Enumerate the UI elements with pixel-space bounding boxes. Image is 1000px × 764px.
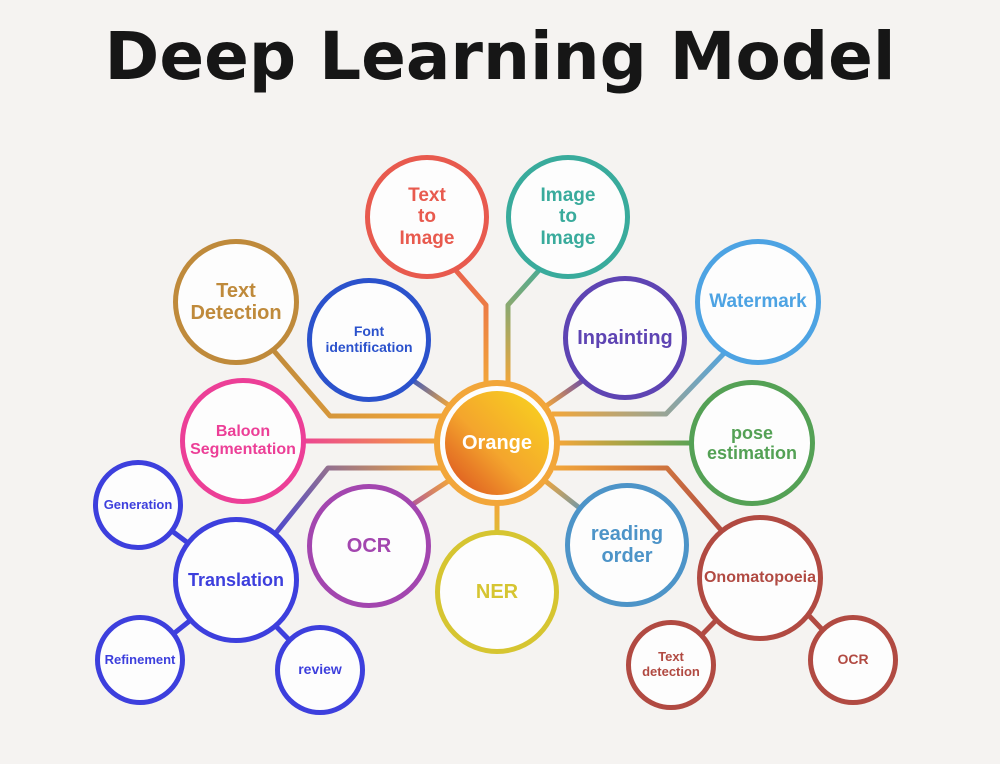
node-label: Refinement xyxy=(104,651,176,667)
node-generation: Generation xyxy=(93,460,183,550)
node-onomatopoeia: Onomatopoeia xyxy=(697,515,823,641)
node-label: Text detection xyxy=(642,649,700,679)
center-node-label: Orange xyxy=(461,431,533,454)
node-image-to-image: Image to Image xyxy=(506,155,630,279)
node-label: Translation xyxy=(187,569,285,590)
connector-font-identification xyxy=(406,374,452,409)
connector-watermark xyxy=(552,343,734,417)
node-label: Generation xyxy=(103,496,173,512)
diagram-title: Deep Learning Model xyxy=(104,18,896,95)
node-label: OCR xyxy=(346,534,392,557)
node-label: Text Detection xyxy=(190,279,282,324)
node-ner: NER xyxy=(435,530,559,654)
node-label: OCR xyxy=(837,651,869,668)
node-label: Watermark xyxy=(709,291,807,313)
node-watermark: Watermark xyxy=(695,239,821,365)
node-label: Image to Image xyxy=(540,185,596,249)
node-ocr: OCR xyxy=(307,484,431,608)
node-label: NER xyxy=(475,580,519,603)
connector-image-to-image xyxy=(505,256,552,384)
node-label: review xyxy=(298,661,342,678)
center-node-disc: Orange xyxy=(445,391,549,495)
node-refinement: Refinement xyxy=(95,615,185,705)
node-pose-estimation: pose estimation xyxy=(689,380,815,506)
node-inpainting: Inpainting xyxy=(563,276,687,400)
node-label: Inpainting xyxy=(577,326,673,349)
node-review: review xyxy=(275,625,365,715)
connector-translation xyxy=(261,465,441,551)
node-font-identification: Font identification xyxy=(307,278,431,402)
node-translation: Translation xyxy=(173,517,299,643)
center-node-ring: Orange xyxy=(434,380,560,506)
node-label: Font identification xyxy=(325,323,413,355)
node-text-detection-small: Text detection xyxy=(626,620,716,710)
connector-onomatopoeia xyxy=(554,465,730,540)
connector-text-to-image xyxy=(443,256,489,384)
node-reading-order: reading order xyxy=(565,483,689,607)
node-baloon-segmentation: Baloon Segmentation xyxy=(180,378,306,504)
node-label: Text to Image xyxy=(399,185,455,249)
node-label: Baloon Segmentation xyxy=(190,423,296,458)
node-label: reading order xyxy=(590,522,664,567)
node-ocr-small: OCR xyxy=(808,615,898,705)
node-text-to-image: Text to Image xyxy=(365,155,489,279)
node-text-detection: Text Detection xyxy=(173,239,299,365)
node-label: pose estimation xyxy=(706,422,798,463)
node-label: Onomatopoeia xyxy=(703,569,816,587)
connector-text-detection xyxy=(266,342,444,419)
